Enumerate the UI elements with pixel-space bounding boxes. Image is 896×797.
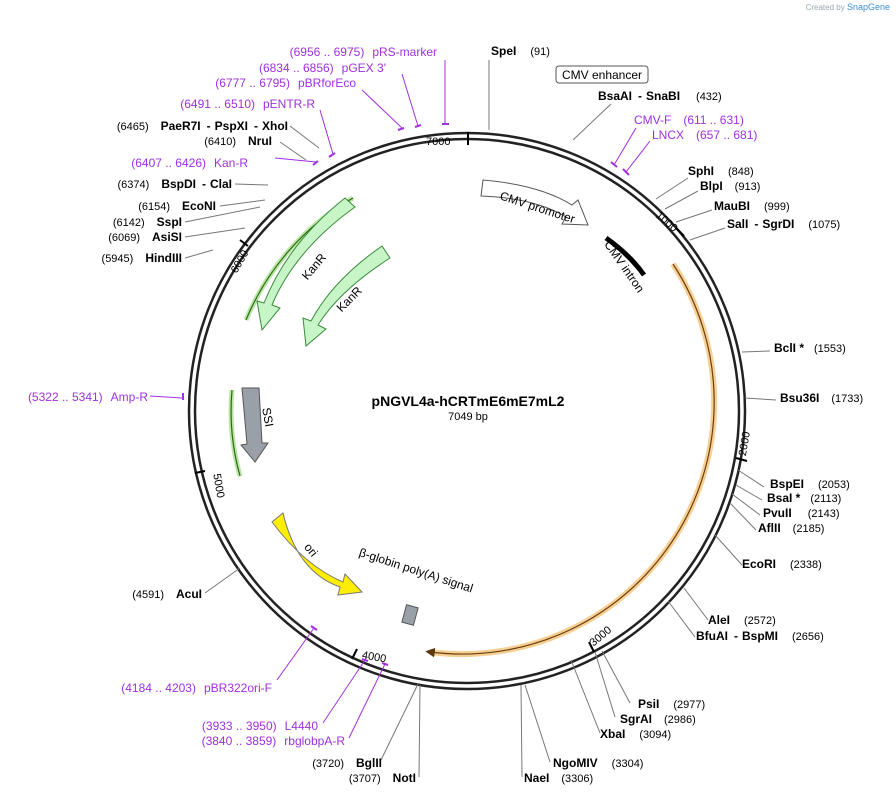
enzyme-leaders: [184, 60, 777, 778]
tick-label-3000: 3000: [588, 624, 614, 649]
enzyme-label-spei[interactable]: SpeI(91): [491, 44, 550, 58]
primer-label-lncx[interactable]: LNCX(657 .. 681): [652, 128, 757, 142]
enzyme-label-sgrai[interactable]: SgrAI(2986): [620, 712, 696, 726]
kanr-arrow-2: [302, 245, 391, 347]
primer-label-amp-r[interactable]: (5322 .. 5341)Amp-R: [28, 390, 148, 404]
enzyme-label-bcli[interactable]: BclI *(1553): [774, 341, 846, 355]
enzyme-label-aflii[interactable]: AflII(2185): [758, 521, 824, 535]
primer-label-l4440[interactable]: (3933 .. 3950)L4440: [202, 719, 318, 733]
enzyme-label-bsaai-snabi[interactable]: BsaAI-SnaBI(432): [598, 89, 722, 103]
scale-ticks: [194, 132, 748, 660]
feature-label-cmv-enhancer: CMV enhancer: [562, 68, 642, 82]
kanr-arrow-1: [256, 197, 356, 332]
enzyme-label-sspi[interactable]: (6142)SspI: [113, 215, 182, 229]
enzyme-label-econi[interactable]: (6154)EcoNI: [138, 199, 216, 213]
ssi-arrow: [240, 387, 269, 463]
enzyme-label-acui[interactable]: (4591)AcuI: [132, 587, 202, 601]
feature-label-ssi: SSI: [259, 407, 276, 428]
cmv-promoter-arrow: [480, 179, 589, 226]
enzyme-label-pvuii[interactable]: PvuII(2143): [763, 506, 839, 520]
plasmid-name: pNGVL4a-hCRTmE6mE7mL2: [372, 393, 565, 409]
enzyme-label-hindiii[interactable]: (5945)HindIII: [102, 251, 182, 265]
enzyme-label-maubi[interactable]: MauBI(999): [714, 199, 790, 213]
enzyme-label-nrui[interactable]: (6410)NruI: [204, 134, 272, 148]
primer-label-kan-r[interactable]: (6407 .. 6426)Kan-R: [131, 156, 248, 170]
watermark-prefix: Created by: [805, 3, 845, 12]
tick-label-1000: 1000: [653, 210, 679, 235]
enzyme-label-psii[interactable]: PsiI(2977): [638, 697, 705, 711]
ori-arrow: [271, 512, 364, 596]
enzyme-label-alei[interactable]: AleI(2572): [708, 613, 776, 627]
primer-site-markers: [182, 123, 630, 666]
primer-labels: (6956 .. 6975)pRS-marker (6834 .. 6856)p…: [28, 45, 757, 748]
enzyme-label-blpi[interactable]: BlpI(913): [700, 179, 760, 193]
primer-label-pentr-r[interactable]: (6491 .. 6510)pENTR-R: [180, 97, 315, 111]
enzyme-labels-right: SpeI(91) BsaAI-SnaBI(432) SphI(848) BlpI…: [491, 44, 863, 785]
enzyme-label-bglii[interactable]: (3720)BglII: [312, 756, 382, 770]
tick-label-2000: 2000: [737, 431, 753, 457]
enzyme-label-ngomiv[interactable]: NgoMIV(3304): [553, 756, 643, 770]
feature-label-kanr-1: KanR: [299, 250, 329, 282]
primer-leaders: [149, 60, 651, 739]
primer-label-pbrforeco[interactable]: (6777 .. 6795)pBRforEco: [215, 76, 356, 90]
primer-label-pbr322ori-f[interactable]: (4184 .. 4203)pBR322ori-F: [121, 681, 272, 695]
enzyme-label-bfuai-bspmi[interactable]: BfuAI-BspMI(2656): [696, 629, 824, 643]
watermark-brand: SnapGene: [846, 2, 890, 12]
primer-label-prs-marker[interactable]: (6956 .. 6975)pRS-marker: [290, 45, 437, 59]
enzyme-label-asisi[interactable]: (6069)AsiSI: [108, 230, 182, 244]
enzyme-label-paer7i-pspxi-xhoi[interactable]: (6465)PaeR7I-PspXI-XhoI: [117, 119, 288, 133]
primer-label-rbglobpa-r[interactable]: (3840 .. 3859)rbglobpA-R: [202, 734, 346, 748]
enzyme-label-bsu36i[interactable]: Bsu36I(1733): [780, 391, 863, 405]
cmv-intron-bar: [604, 235, 647, 277]
orf-arc-ssi-line: [230, 389, 241, 477]
enzyme-label-bspei[interactable]: BspEI(2053): [770, 477, 850, 491]
tick-label-6000: 6000: [229, 248, 252, 275]
snapgene-watermark: Created by SnapGene: [806, 2, 890, 12]
enzyme-labels-left: (3720)BglII (3707)NotI (4591)AcuI (5945)…: [102, 119, 416, 785]
feature-label-beta-globin: β-globin poly(A) signal: [357, 545, 474, 595]
enzyme-label-sali-sgrdi[interactable]: SalI-SgrDI(1075): [727, 217, 840, 231]
cmv-enhancer-box: [555, 65, 649, 84]
enzyme-label-ecori[interactable]: EcoRI(2338): [742, 557, 822, 571]
beta-globin-polya-box: [401, 604, 419, 626]
enzyme-label-sphi[interactable]: SphI(848): [688, 164, 754, 178]
orf-arc-right: [429, 262, 718, 657]
primer-label-cmv-f[interactable]: CMV-F(611 .. 631): [634, 113, 744, 127]
enzyme-label-bsai[interactable]: BsaI *(2113): [767, 491, 841, 505]
enzyme-label-bspdi-clai[interactable]: (6374)BspDI-ClaI: [118, 177, 232, 191]
primer-label-pgex3[interactable]: (6834 .. 6856)pGEX 3': [259, 61, 386, 75]
plasmid-size: 7049 bp: [448, 411, 488, 423]
enzyme-label-noti[interactable]: (3707)NotI: [349, 771, 416, 785]
tick-label-7000: 7000: [426, 136, 450, 148]
enzyme-label-naei[interactable]: NaeI(3306): [524, 771, 593, 785]
enzyme-label-xbai[interactable]: XbaI(3094): [600, 727, 671, 741]
orf-arc-right-arrow: [425, 263, 715, 658]
tick-label-5000: 5000: [210, 473, 226, 499]
